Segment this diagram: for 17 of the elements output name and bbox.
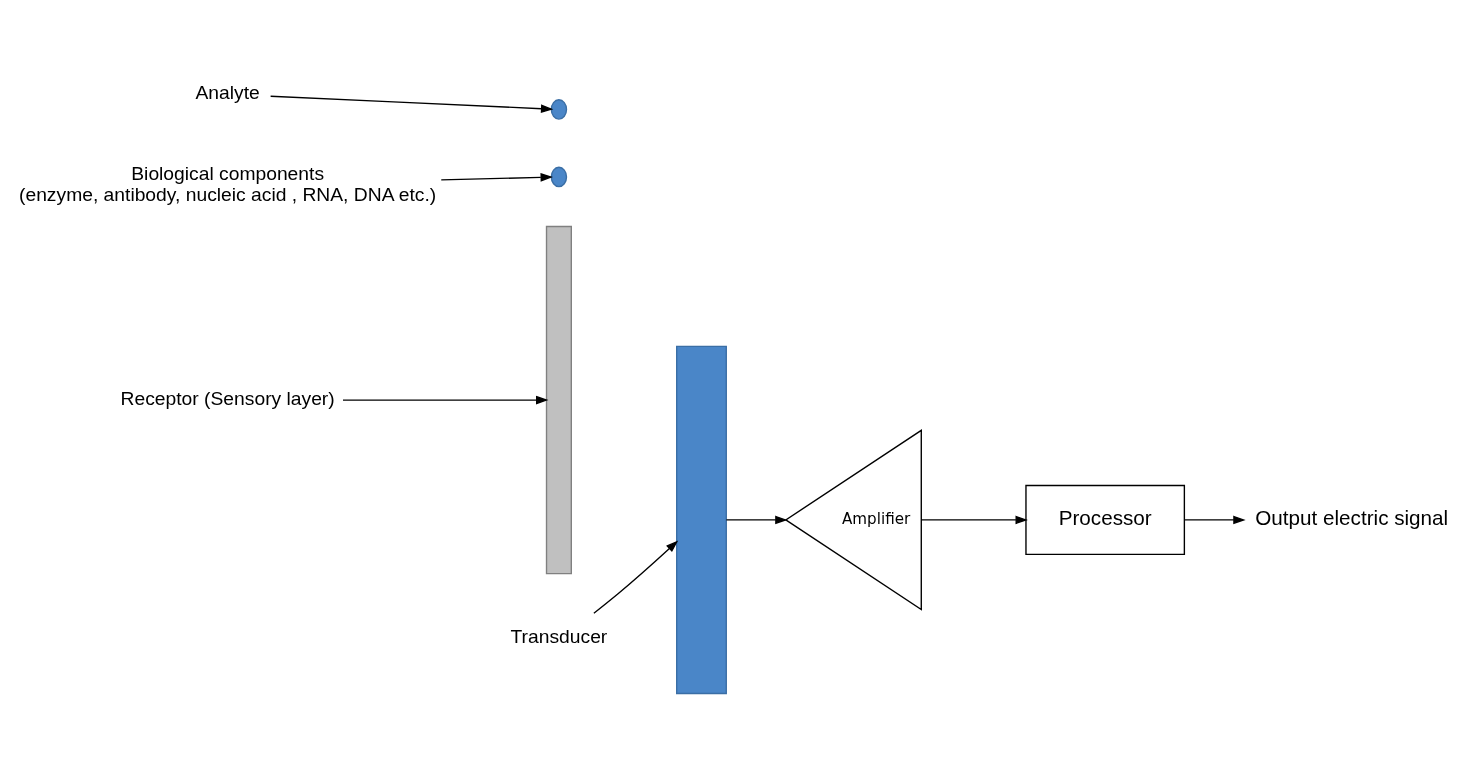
node-text: Biological components (enzyme, antibody, nucleic acid , RNA, DNA etc.) (19, 162, 437, 205)
node-text: Analyte (195, 81, 260, 103)
arrow (440, 172, 553, 182)
node-circle (550, 166, 568, 187)
node-text: Output electric signal (1255, 505, 1449, 529)
node-text: Transducer (510, 625, 608, 647)
node-bar (545, 225, 572, 574)
node-box: Processor (1025, 484, 1186, 555)
arrow (593, 540, 679, 614)
arrow (342, 395, 549, 404)
arrow (1184, 515, 1246, 524)
arrow (725, 515, 788, 524)
node-text: Receptor (Sensory layer) (120, 387, 335, 409)
node-bar (676, 345, 727, 694)
arrow (920, 515, 1028, 524)
node-circle (550, 98, 568, 120)
arrow (269, 95, 554, 113)
